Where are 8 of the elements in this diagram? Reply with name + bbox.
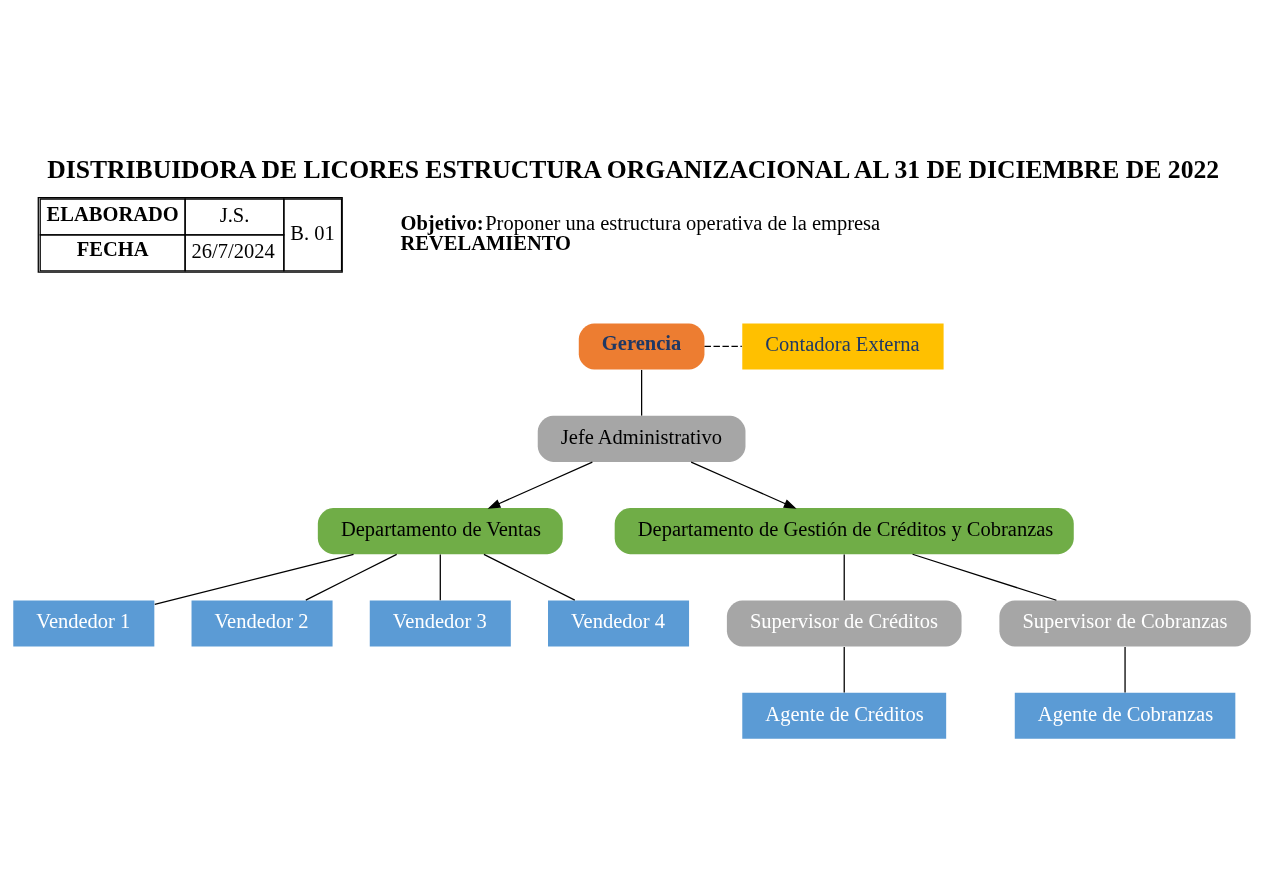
label: ELABORADO — [46, 202, 179, 225]
label: 26/7/2024 — [191, 239, 275, 262]
label: J.S. — [219, 203, 250, 226]
label: Proponer una estructura operativa de la empresa — [485, 211, 881, 234]
label: B. 01 — [290, 221, 335, 244]
label: Objetivo: — [400, 211, 484, 234]
label: FECHA — [76, 238, 149, 261]
diagram-title: DISTRIBUIDORA DE LICORES ESTRUCTURA ORGANIZACIONAL AL 31 DE DICIEMBRE DE 2022 — [47, 155, 1220, 185]
